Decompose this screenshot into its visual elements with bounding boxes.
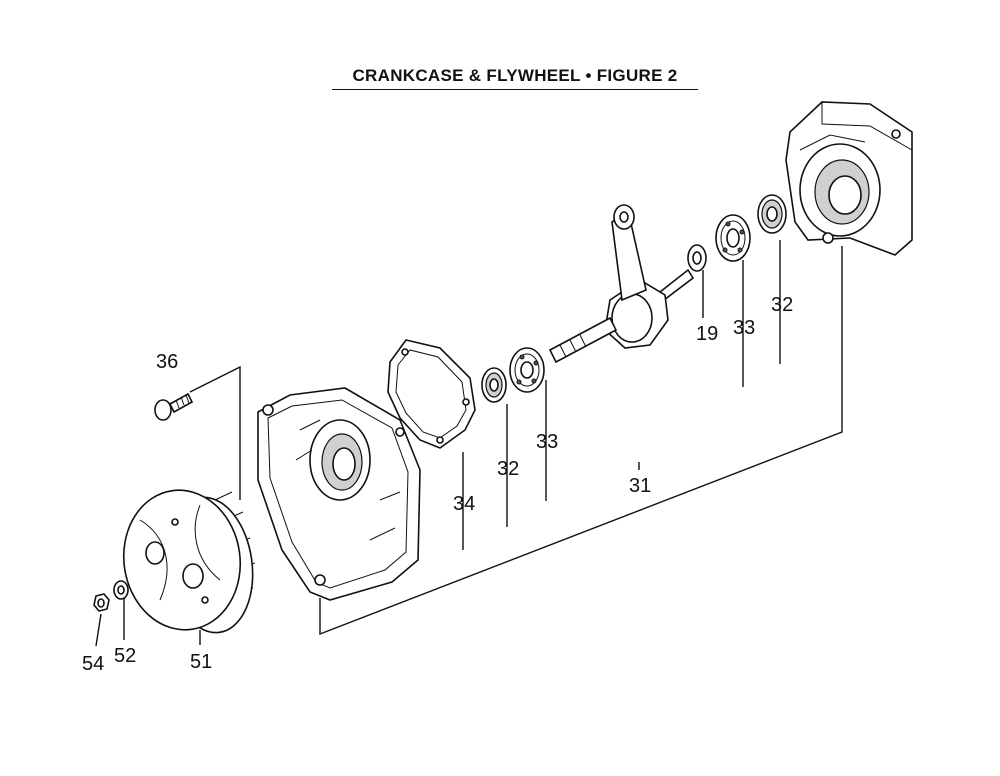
bearing-33-right — [715, 214, 751, 262]
callout-52: 52 — [114, 645, 136, 667]
callout-33-right: 33 — [733, 317, 755, 339]
screw-36 — [154, 392, 194, 421]
leader-lines — [95, 240, 843, 647]
callout-54: 54 — [82, 653, 104, 675]
callout-34: 34 — [453, 493, 475, 515]
gasket-34 — [387, 339, 476, 449]
crankshaft-assembly — [548, 204, 695, 364]
crankcase-half-left — [257, 387, 421, 601]
figure-title: CRANKCASE & FLYWHEEL • FIGURE 2 — [332, 66, 698, 90]
flywheel-51 — [122, 489, 256, 634]
nut-54 — [93, 593, 110, 612]
washer-19 — [687, 244, 707, 272]
bearing-32-right — [757, 194, 787, 234]
callout-33-left: 33 — [536, 431, 558, 453]
callout-19: 19 — [696, 323, 718, 345]
washer-52 — [113, 580, 129, 600]
bearing-33-left — [509, 347, 545, 393]
callout-51: 51 — [190, 651, 212, 673]
callout-labels: 19 31 32 32 33 33 34 36 51 52 54 — [82, 294, 793, 675]
callout-31: 31 — [629, 475, 651, 497]
callout-32-right: 32 — [771, 294, 793, 316]
bearing-32-left — [481, 367, 507, 403]
crankcase-half-right — [785, 101, 913, 256]
callout-32-left: 32 — [497, 458, 519, 480]
callout-36: 36 — [156, 351, 178, 373]
